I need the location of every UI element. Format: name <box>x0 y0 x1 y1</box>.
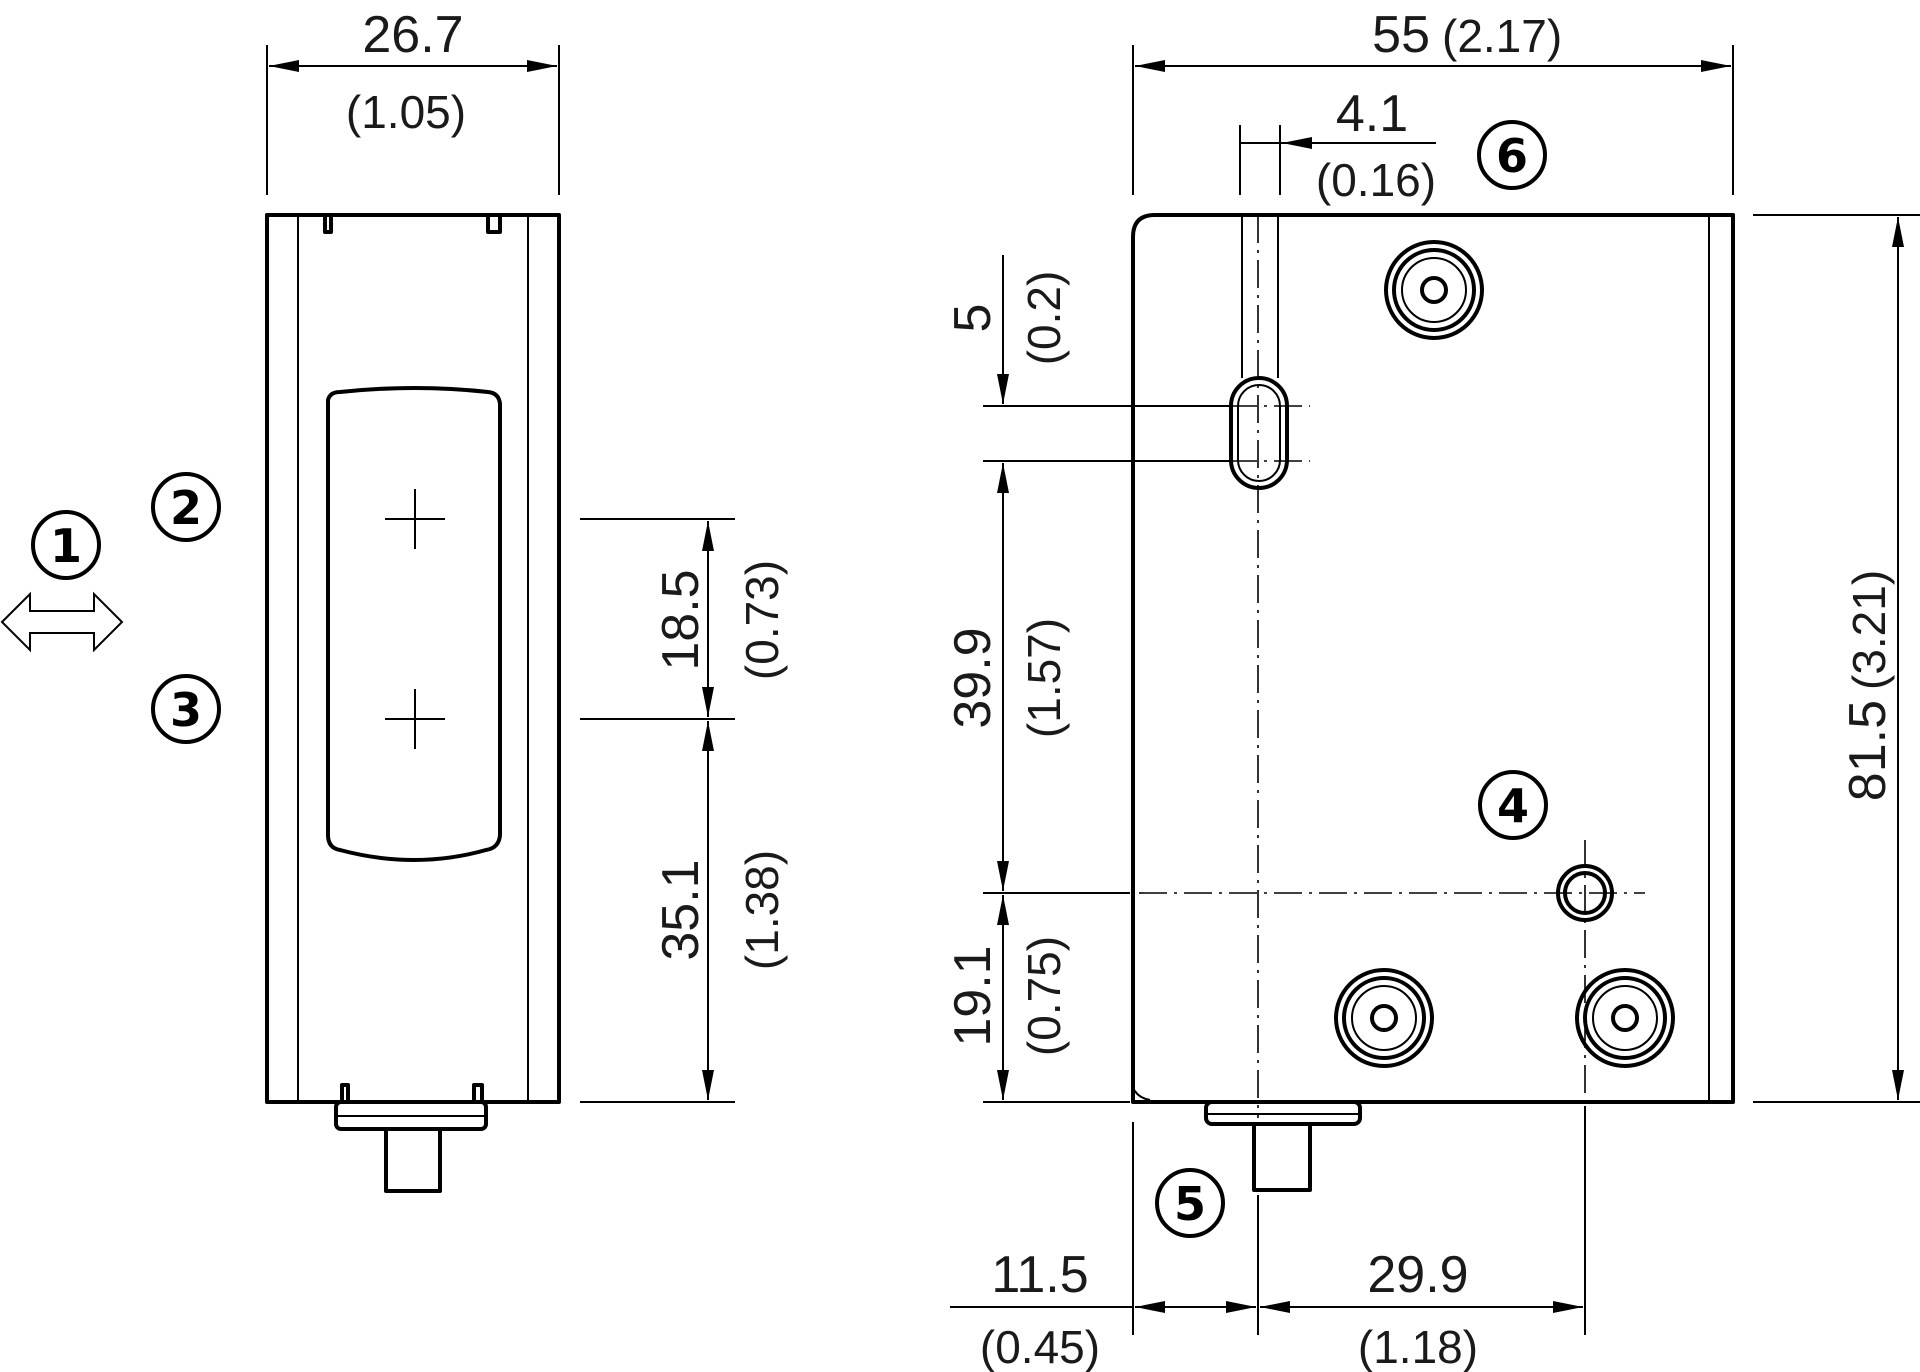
svg-text:5: 5 <box>1174 1177 1206 1231</box>
callout-2: 2 <box>151 472 221 542</box>
dim-slot-length-inch: (0.2) <box>1018 271 1070 366</box>
dim-slot-offset-inch: (0.16) <box>1316 154 1436 206</box>
dim-front-width-value: 26.7 <box>362 6 463 64</box>
dim-side-width-value: 55 <box>1372 6 1430 64</box>
svg-text:2: 2 <box>170 481 202 535</box>
dim-front-lower-value: 35.1 <box>652 859 710 960</box>
dim-slot-offset-value: 4.1 <box>1336 85 1408 143</box>
dim-slot-to-hole-inch: (1.57) <box>1018 618 1070 738</box>
dim-front-upper-inch: (0.73) <box>736 560 788 680</box>
dim-front-width-inch: (1.05) <box>346 86 466 138</box>
mounting-hole-bottom-right <box>1575 968 1675 1068</box>
callout-6: 6 <box>1477 120 1547 190</box>
front-window <box>326 386 502 862</box>
dim-slot-length-value: 5 <box>944 304 1002 333</box>
dim-hole-to-bottom-value: 19.1 <box>944 945 1002 1046</box>
dim-slot-offset: 4.1 (0.16) <box>1239 85 1436 206</box>
dim-total-height-inch: (3.21) <box>1843 570 1895 690</box>
dim-side-width: 55 (2.17) <box>1132 6 1734 195</box>
reference-hole <box>1556 864 1614 922</box>
dim-total-height-value: 81.5 <box>1839 700 1897 801</box>
dim-side-bottom: 11.5 (0.45) 29.9 (1.18) <box>950 1106 1586 1372</box>
optical-axis-upper <box>385 489 445 549</box>
dim-connector-offset-inch: (0.45) <box>980 1321 1100 1372</box>
dim-connector-offset-value: 11.5 <box>991 1246 1088 1304</box>
side-view <box>1131 213 1735 1192</box>
mounting-hole-top <box>1384 240 1484 340</box>
dim-hole-spacing-value: 29.9 <box>1367 1246 1468 1304</box>
dim-side-width-inch: (2.17) <box>1442 10 1562 62</box>
callout-1: 1 <box>31 510 101 580</box>
svg-text:4: 4 <box>1497 779 1529 833</box>
side-housing <box>1131 213 1735 1104</box>
dim-front-vertical: 18.5 (0.73) 35.1 (1.38) <box>580 518 788 1103</box>
svg-text:6: 6 <box>1496 129 1528 183</box>
optical-axis-lower <box>385 689 445 749</box>
double-arrow-icon <box>0 591 124 653</box>
side-connector-plug <box>1252 1122 1312 1192</box>
front-connector-plug <box>384 1127 442 1193</box>
dim-total-height: 81.5 (3.21) <box>1753 214 1920 1103</box>
callout-3: 3 <box>151 674 221 744</box>
mounting-slot <box>1229 376 1289 490</box>
dim-hole-spacing-inch: (1.18) <box>1358 1321 1478 1372</box>
dim-hole-to-bottom-inch: (0.75) <box>1018 936 1070 1056</box>
dim-front-upper-value: 18.5 <box>652 569 710 670</box>
dim-front-lower-inch: (1.38) <box>736 850 788 970</box>
callout-4: 4 <box>1478 770 1548 840</box>
mounting-hole-bottom-left <box>1334 968 1434 1068</box>
dim-front-width: 26.7 (1.05) <box>266 6 560 195</box>
callout-5: 5 <box>1155 1168 1225 1238</box>
front-view <box>265 213 561 1193</box>
dim-slot-to-hole-value: 39.9 <box>944 627 1002 728</box>
dim-side-left-vertical: 5 (0.2) 39.9 (1.57) 19.1 (0.75) <box>944 255 1230 1103</box>
front-housing <box>265 213 561 1104</box>
svg-text:1: 1 <box>50 519 82 573</box>
svg-text:3: 3 <box>170 683 202 737</box>
